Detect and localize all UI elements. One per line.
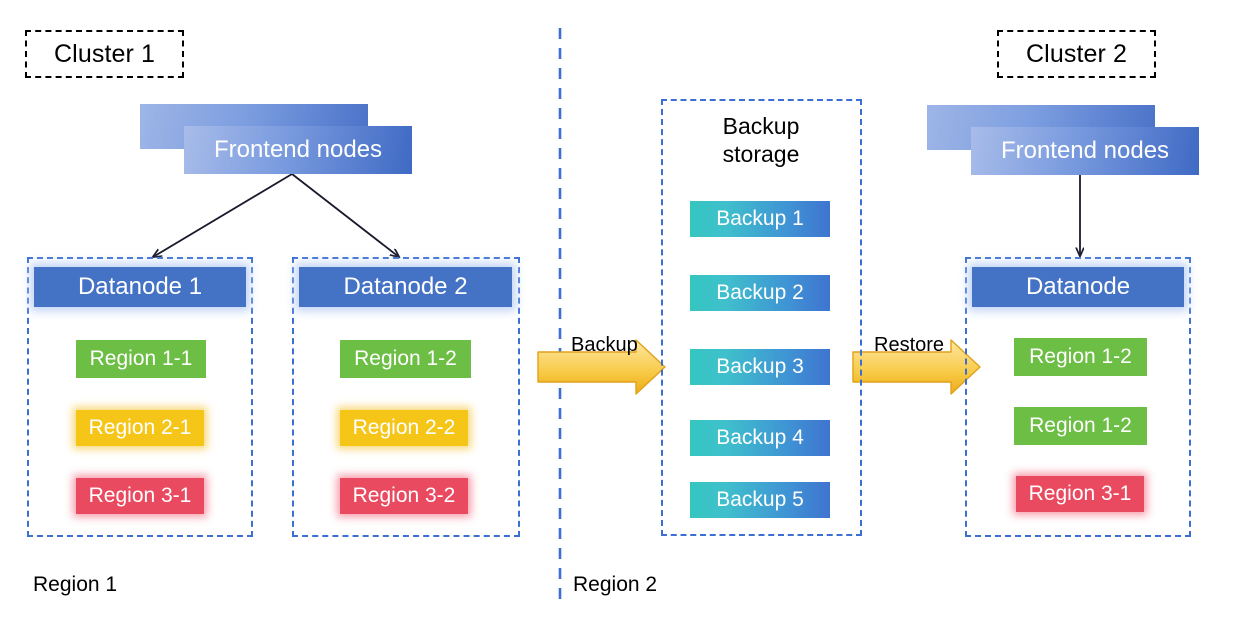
backup-item-2[interactable]: Backup 2 xyxy=(690,275,830,311)
region-chip-c2-3-label: Region 3-1 xyxy=(1028,482,1132,505)
backup-item-4-label: Backup 4 xyxy=(716,426,804,449)
frontend-stack-back-plate-c2 xyxy=(927,105,1155,150)
backup-item-5[interactable]: Backup 5 xyxy=(690,482,830,518)
datanode-1-title: Datanode 1 xyxy=(77,273,203,300)
frontend-stack-front-plate-c1: Frontend nodes xyxy=(184,126,412,174)
backup-item-3[interactable]: Backup 3 xyxy=(690,349,830,385)
backup-flow-label: Backup xyxy=(571,334,638,356)
backup-item-3-label: Backup 3 xyxy=(716,355,804,378)
region-chip-c2-1[interactable]: Region 1-2 xyxy=(1014,338,1147,376)
region-chip-c2-2-label: Region 1-2 xyxy=(1029,414,1132,437)
region-chip-c2-3[interactable]: Region 3-1 xyxy=(1016,476,1144,512)
backup-storage-title-line1: Backup xyxy=(722,113,800,139)
region-chip-c2-1-label: Region 1-2 xyxy=(1029,345,1132,368)
region-chip-3-1[interactable]: Region 3-1 xyxy=(76,478,204,514)
region-chip-1-1[interactable]: Region 1-1 xyxy=(76,340,206,378)
cluster-1-tag: Cluster 1 xyxy=(25,30,184,78)
backup-item-1[interactable]: Backup 1 xyxy=(690,201,830,237)
datanode-c2-header[interactable]: Datanode xyxy=(972,267,1184,307)
region-chip-c2-2[interactable]: Region 1-2 xyxy=(1014,407,1147,445)
region-chip-2-1[interactable]: Region 2-1 xyxy=(76,410,204,446)
datanode-c2-container xyxy=(965,257,1191,537)
cluster-1-frontend-label: Frontend nodes xyxy=(213,136,383,163)
datanode-2-title: Datanode 2 xyxy=(343,273,468,300)
datanode-1-container xyxy=(27,257,253,537)
restore-flow-label: Restore xyxy=(874,334,945,356)
backup-storage-title-line2: storage xyxy=(722,141,800,168)
region-chip-3-1-label: Region 3-1 xyxy=(88,484,192,507)
region-chip-2-1-label: Region 2-1 xyxy=(88,416,192,439)
region-chip-3-2-label: Region 3-2 xyxy=(352,484,456,507)
region-chip-2-2-label: Region 2-2 xyxy=(352,416,456,439)
connector-frontend-to-datanode-2 xyxy=(291,173,399,257)
backup-item-2-label: Backup 2 xyxy=(716,281,804,304)
region-chip-1-2-label: Region 1-2 xyxy=(354,347,457,370)
region-chip-3-2[interactable]: Region 3-2 xyxy=(340,478,468,514)
frontend-stack-front-plate-c2: Frontend nodes xyxy=(971,127,1199,175)
cluster-2-tag: Cluster 2 xyxy=(997,30,1156,78)
frontend-stack-back-plate-c1 xyxy=(140,104,368,149)
region-chip-2-2[interactable]: Region 2-2 xyxy=(340,410,468,446)
backup-item-1-label: Backup 1 xyxy=(716,207,804,230)
cluster-1-frontend-nodes[interactable]: Frontend nodes xyxy=(140,104,412,174)
region-label-right: Region 2 xyxy=(573,573,658,596)
cluster-1-tag-label: Cluster 1 xyxy=(54,39,155,68)
cluster-2-frontend-label: Frontend nodes xyxy=(1000,137,1170,164)
backup-item-4[interactable]: Backup 4 xyxy=(690,420,830,456)
backup-storage-container xyxy=(661,99,862,536)
region-chip-1-2[interactable]: Region 1-2 xyxy=(340,340,471,378)
datanode-1-header[interactable]: Datanode 1 xyxy=(34,267,246,307)
datanode-2-container xyxy=(292,257,520,537)
cluster-2-frontend-nodes[interactable]: Frontend nodes xyxy=(927,105,1199,175)
connector-frontend-to-datanode-1 xyxy=(153,173,293,257)
cluster-2-tag-label: Cluster 2 xyxy=(1026,39,1127,68)
datanode-2-header[interactable]: Datanode 2 xyxy=(299,267,512,307)
region-label-left: Region 1 xyxy=(33,573,118,596)
datanode-c2-title: Datanode xyxy=(1025,273,1131,300)
backup-item-5-label: Backup 5 xyxy=(716,488,804,511)
region-chip-1-1-label: Region 1-1 xyxy=(89,347,193,370)
backup-storage-title: Backup storage xyxy=(681,112,841,168)
